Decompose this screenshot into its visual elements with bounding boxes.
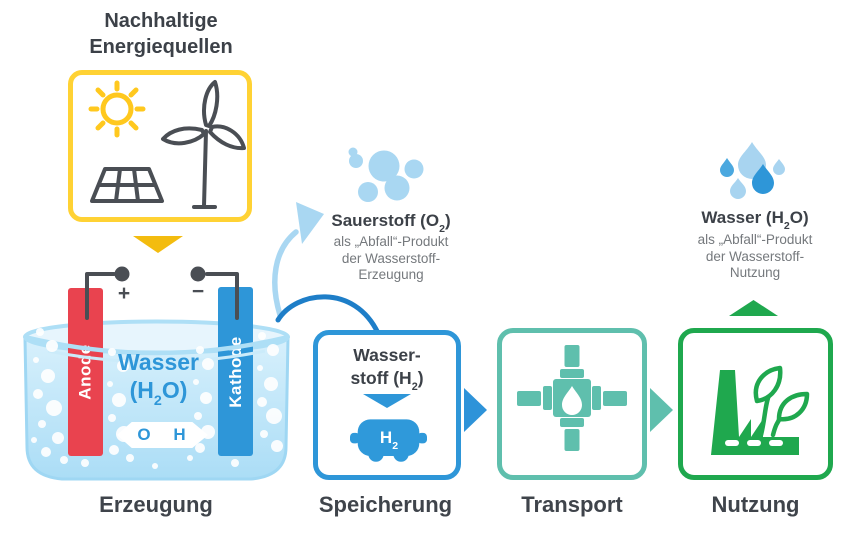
- oxygen-callout-title: Sauerstoff (O2): [331, 211, 451, 235]
- wind-turbine-icon: [161, 80, 246, 209]
- water-callout-title: Wasser (H2O): [701, 208, 809, 232]
- anode-label: Anode: [75, 344, 95, 400]
- kathode-label: Kathode: [225, 335, 245, 408]
- hydrogen-letter: H: [173, 425, 186, 444]
- oxygen-curved-arrow: [272, 202, 324, 318]
- arrow-storage-to-transport: [464, 388, 487, 432]
- water-drops-icon: [720, 142, 785, 199]
- yellow-down-arrow: [133, 236, 183, 253]
- pipeline-icon: [517, 345, 627, 451]
- stage-label-speicherung: Speicherung: [318, 492, 453, 517]
- sun-icon: [88, 80, 146, 138]
- usage-up-arrow: [729, 300, 778, 316]
- storage-box-title: Wasser- stoff (H2): [350, 345, 424, 393]
- minus-terminal-icon: [190, 266, 206, 282]
- headline-sustainable-energy: Nachhaltige Energiequellen: [89, 10, 233, 58]
- arrow-transport-to-usage: [650, 388, 673, 432]
- water-word: Wasser: [118, 349, 199, 375]
- energy-sources-box: [68, 70, 252, 222]
- electrode-wires: [85, 266, 239, 320]
- plus-sign: +: [117, 282, 131, 305]
- minus-sign: −: [191, 280, 205, 303]
- solar-panel-icon: [90, 167, 164, 203]
- green-factory-icon: [711, 365, 810, 455]
- water-callout-caption: als „Abfall“-Produkt der Wasserstoff- Nu…: [697, 232, 813, 281]
- flame-icon: [562, 386, 582, 415]
- stage-label-transport: Transport: [521, 492, 623, 517]
- tank-to-storage-arc: [275, 294, 381, 336]
- hydrogen-tank-icon: [350, 419, 427, 462]
- stage-label-nutzung: Nutzung: [711, 492, 800, 517]
- oxygen-bubbles-icon: [348, 147, 424, 202]
- plus-terminal-icon: [114, 266, 130, 282]
- leaves-icon: [753, 365, 810, 438]
- oxygen-letter: O: [137, 425, 151, 444]
- tank-water-label: Wasser (H2O): [118, 349, 199, 410]
- energy-sources-icon: [88, 80, 246, 209]
- hydrogen-tank-text: H2: [379, 428, 399, 452]
- oxygen-callout-caption: als „Abfall“-Produkt der Wasserstoff- Er…: [333, 234, 449, 283]
- stage-label-erzeugung: Erzeugung: [99, 492, 213, 517]
